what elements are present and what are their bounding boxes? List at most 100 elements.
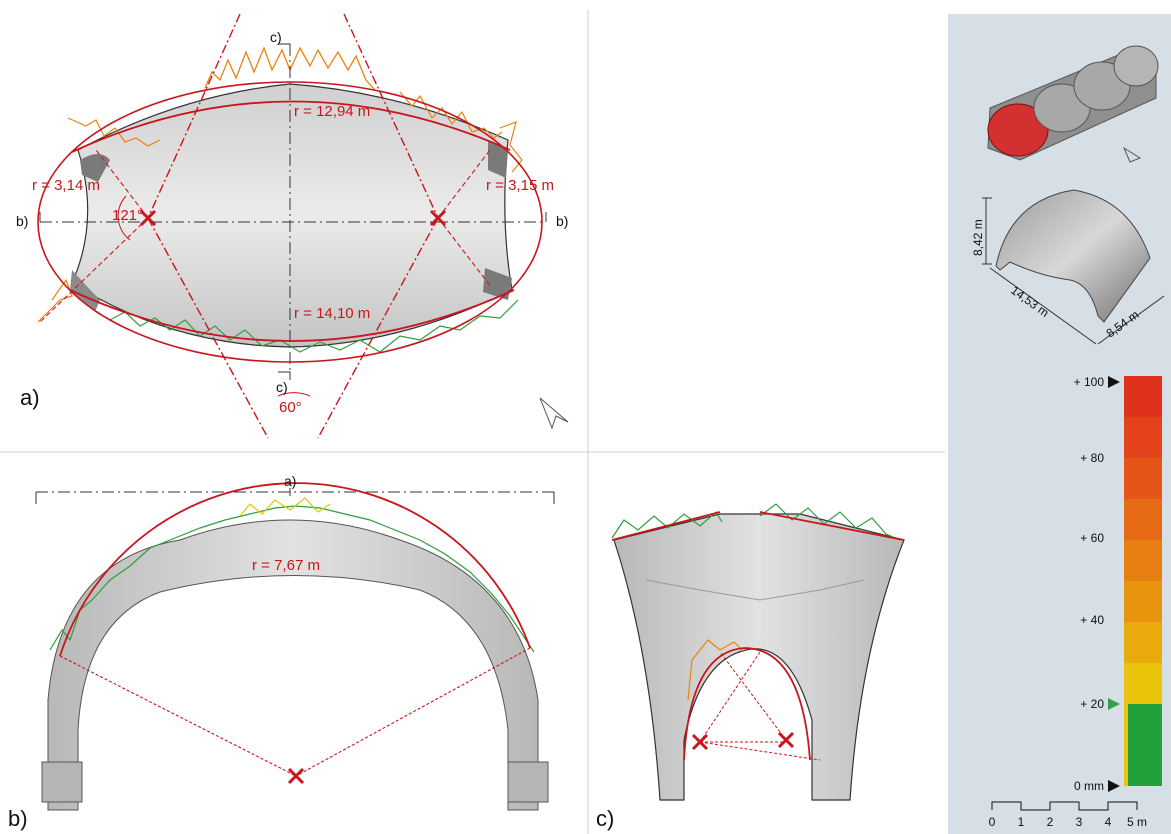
deviation-hatch-c-inner: [687, 639, 745, 701]
radius-label-right: r = 3,15 m: [486, 177, 554, 194]
section-mark-c-bottom: c): [276, 379, 288, 395]
section-mark-c-top: c): [270, 29, 282, 45]
panel-b-arch-section: a) r = 7,67 m b): [8, 473, 555, 831]
construction-line: [317, 217, 439, 439]
center-cross-left: [139, 209, 157, 227]
section-mark-a: a): [284, 473, 296, 489]
arch-scan: [47, 519, 539, 811]
deviation-hatch-bottom-left: [37, 278, 73, 323]
construction-line: [437, 149, 491, 219]
vault-dark-patch: [70, 270, 100, 312]
scale-bar-label: 0: [989, 815, 996, 829]
scale-marker-icon: [1108, 376, 1120, 388]
radius-line: [295, 647, 531, 777]
fit-arch-c: [683, 647, 811, 761]
scale-band-tolerance: [1128, 704, 1162, 786]
deviation-color-scale: [1124, 376, 1162, 786]
scale-marker-icon: [1108, 698, 1120, 710]
scale-tick-label: + 60: [1080, 531, 1104, 545]
angle-arc-121: [117, 195, 131, 241]
scale-bar-line: [991, 801, 1138, 811]
angle-label-bottom: 60°: [279, 399, 302, 416]
scale-band: [1124, 540, 1162, 582]
dim-line-width: [1097, 295, 1165, 345]
fit-arc-bottom: [69, 289, 515, 342]
angle-arc-60: [277, 392, 311, 397]
dim-line-length: [989, 267, 1097, 345]
center-cross-right: [429, 209, 447, 227]
scan-edge: [645, 579, 865, 601]
scale-bar-label: 3: [1076, 815, 1083, 829]
deviation-hatch-crown: [239, 497, 331, 517]
transverse-scan: [613, 513, 905, 801]
scale-tick-label: + 20: [1080, 697, 1104, 711]
construction-line: [343, 13, 439, 219]
scale-band-edge: [1124, 704, 1128, 786]
legend-panel: 8,42 m 14,53 m 8,54 m + 100+ 80+ 60+ 40+…: [948, 14, 1171, 834]
deviation-hatch-upper-right: [399, 91, 503, 139]
fit-arch: [59, 482, 531, 657]
section-tick: [278, 371, 291, 380]
scale-marker-icon: [1108, 780, 1120, 792]
scale-tick-label: + 40: [1080, 613, 1104, 627]
scale-bar-label: 4: [1105, 815, 1112, 829]
fit-line-top: [611, 511, 905, 541]
scale-band: [1124, 663, 1162, 705]
deviation-hatch-top: [204, 46, 376, 91]
radius-line: [699, 651, 761, 743]
radius-line: [699, 741, 821, 761]
radius-label-top: r = 12,94 m: [294, 103, 370, 120]
panel-c-transverse-section: c): [596, 503, 905, 831]
panel-label-b: b): [8, 806, 28, 831]
vault-dark-patch: [80, 154, 110, 182]
scale-tick-label: 0 mm: [1074, 779, 1104, 793]
fit-arc-top: [71, 100, 511, 153]
center-cross-c-left: [691, 733, 709, 751]
vault-3d-thumbnail: [987, 45, 1159, 163]
deviation-hatch-c-right: [759, 503, 901, 541]
scale-band: [1124, 458, 1162, 500]
scale-tick-label: + 100: [1074, 375, 1105, 389]
north-arrow-icon: [539, 397, 569, 430]
section-tick: [278, 43, 291, 52]
center-cross-arch: [287, 767, 305, 785]
vault-shell-3d: [982, 189, 1165, 345]
deviation-hatch-upper-left: [67, 117, 161, 147]
panel-a-plan-view: c) c) b) b) r = 12,94 m r = 14,10 m r = …: [16, 13, 569, 439]
radius-label-bottom: r = 14,10 m: [294, 305, 370, 322]
radius-label-arch: r = 7,67 m: [252, 557, 320, 574]
view-arrow-icon: [1122, 146, 1142, 163]
radius-label-left: r = 3,14 m: [32, 177, 100, 194]
angle-label-side: 121°: [112, 207, 143, 224]
center-cross-c-right: [777, 731, 795, 749]
metric-scale-bar: 0 1 2 3 4 5 m: [989, 801, 1147, 829]
scale-bar-label: 1: [1018, 815, 1025, 829]
highlighted-bay: [987, 103, 1049, 157]
deviation-hatch-arch: [49, 505, 535, 653]
construction-line: [147, 13, 241, 219]
vault-dark-patch: [483, 268, 512, 300]
radius-line: [719, 651, 787, 741]
panel-label-c: c): [596, 806, 614, 831]
scale-band: [1124, 581, 1162, 623]
deviation-scale-ticks: + 100 + 80 + 60 + 40 + 20 0 mm: [1074, 375, 1120, 793]
scale-bar-label: 2: [1047, 815, 1054, 829]
construction-line: [39, 217, 149, 323]
construction-line: [437, 217, 493, 289]
arch-base-right: [507, 761, 549, 803]
radius-line: [59, 655, 297, 777]
deviation-hatch-c-left: [611, 511, 723, 539]
scale-bar-label: 5 m: [1127, 815, 1147, 829]
dimension-height: 8,42 m: [971, 219, 985, 256]
scale-band: [1124, 622, 1162, 664]
vault-dark-patch: [488, 140, 508, 178]
scale-band: [1124, 417, 1162, 459]
scale-band: [1124, 376, 1162, 418]
scale-band: [1124, 499, 1162, 541]
scale-tick-label: + 80: [1080, 451, 1104, 465]
section-mark-b-left: b): [16, 213, 28, 229]
panel-label-a: a): [20, 385, 40, 410]
section-mark-b-right: b): [556, 213, 568, 229]
arch-base-left: [41, 761, 83, 803]
